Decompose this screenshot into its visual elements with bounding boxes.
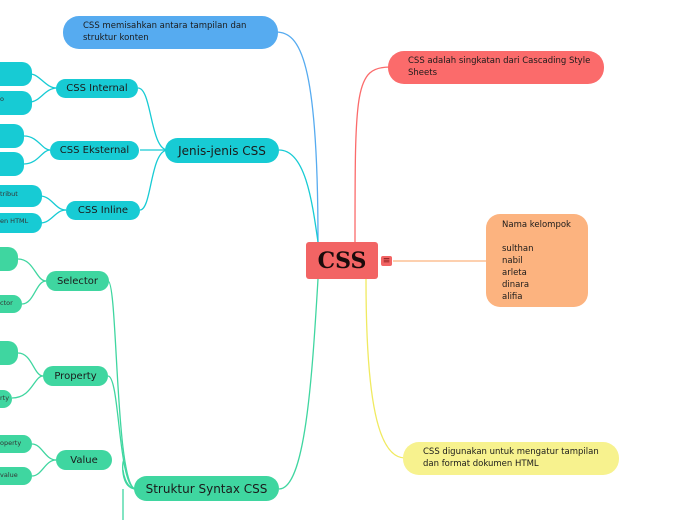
kelompok-member: dinara [502, 280, 530, 290]
kelompok-member: nabil [502, 256, 523, 266]
leaf-eksternal-1[interactable] [0, 124, 24, 148]
node-property-text: Property [54, 370, 97, 382]
leaf-inline-2[interactable] [0, 213, 42, 233]
node-eksternal-text: CSS Eksternal [59, 145, 130, 156]
node-property[interactable]: Property [43, 366, 108, 386]
node-inline-text: CSS Inline [77, 205, 129, 216]
central-topic[interactable]: CSS [306, 242, 378, 279]
leaf-property-2-text: rty [0, 394, 10, 402]
leaf-inline-2-text: en HTML [0, 217, 29, 225]
leaf-value-2-text: value [0, 471, 18, 479]
node-value[interactable]: Value [56, 450, 112, 470]
node-eksternal[interactable]: CSS Eksternal [50, 141, 139, 160]
node-internal[interactable]: CSS Internal [56, 79, 138, 98]
kelompok-member: alifia [502, 292, 523, 302]
leaf-property-1[interactable] [0, 341, 18, 365]
node-struktur-text: Struktur Syntax CSS [145, 481, 268, 496]
node-jenis-text: Jenis-jenis CSS [178, 143, 266, 158]
leaf-selector-2[interactable] [0, 295, 22, 313]
node-inline[interactable]: CSS Inline [66, 201, 140, 220]
leaf-inline-1-text: tribut [0, 190, 18, 198]
kelompok-member: arleta [502, 268, 527, 278]
node-value-text: Value [70, 454, 98, 466]
leaf-internal-2-text: o [0, 95, 4, 103]
node-kelompok[interactable]: Nama kelompok sulthan nabil arleta dinar… [486, 214, 588, 307]
node-singkatan-text: CSS adalah singkatan dari Cascading Styl… [408, 56, 591, 78]
leaf-inline-1[interactable] [0, 185, 42, 207]
node-jenis[interactable]: Jenis-jenis CSS [165, 138, 279, 163]
node-selector-text: Selector [56, 275, 99, 287]
leaf-internal-2[interactable] [0, 91, 32, 115]
node-struktur[interactable]: Struktur Syntax CSS [134, 476, 279, 501]
leaf-value-2[interactable] [0, 467, 32, 485]
leaf-eksternal-2[interactable] [0, 152, 24, 176]
node-internal-text: CSS Internal [66, 83, 128, 94]
leaf-value-1-text: operty [0, 439, 22, 447]
node-pemisah-text: CSS memisahkan antara tampilan dan struk… [83, 21, 247, 43]
node-pemisah[interactable]: CSS memisahkan antara tampilan dan struk… [63, 16, 278, 49]
node-kegunaan-text: CSS digunakan untuk mengatur tampilan da… [423, 447, 599, 469]
node-kegunaan[interactable]: CSS digunakan untuk mengatur tampilan da… [403, 442, 619, 475]
node-singkatan[interactable]: CSS adalah singkatan dari Cascading Styl… [388, 51, 604, 84]
menu-icon[interactable]: ≡ [381, 256, 392, 266]
kelompok-member: sulthan [502, 244, 534, 254]
leaf-selector-1[interactable] [0, 247, 18, 271]
leaf-property-2[interactable] [0, 390, 12, 408]
leaf-value-1[interactable] [0, 435, 32, 453]
leaf-selector-2-text: ctor [0, 299, 13, 307]
kelompok-title: Nama kelompok [502, 220, 571, 230]
node-selector[interactable]: Selector [46, 271, 109, 291]
leaf-internal-1[interactable] [0, 62, 32, 86]
